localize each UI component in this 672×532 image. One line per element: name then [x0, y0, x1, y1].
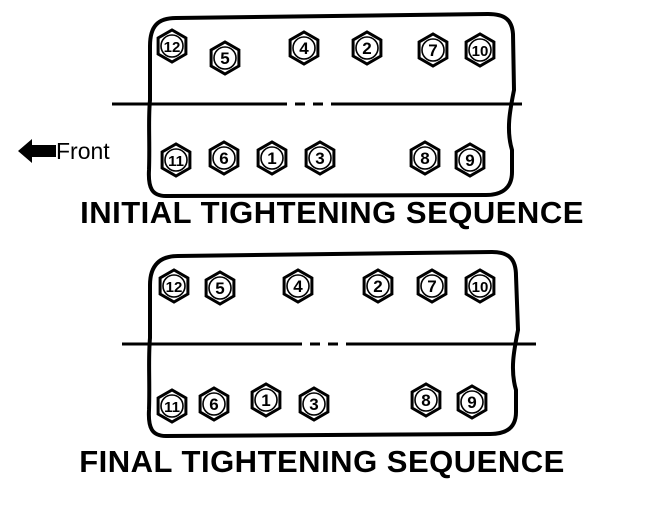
bolt-5-final: 5 [204, 270, 236, 306]
bolt-7-final: 7 [416, 268, 448, 304]
bolt-4-initial: 4 [288, 30, 320, 66]
bolt-washer-ring [460, 390, 484, 414]
bolt-number-label: 3 [309, 395, 318, 414]
bolt-3-final: 3 [298, 386, 330, 422]
bolt-1-initial: 1 [256, 140, 288, 176]
bolt-number-label: 4 [299, 39, 309, 58]
initial-sequence-caption: INITIAL TIGHTENING SEQUENCE [80, 195, 584, 230]
bolt-washer-ring [212, 146, 236, 170]
bolt-washer-ring [160, 394, 184, 418]
bolt-6-final: 6 [198, 386, 230, 422]
bolt-washer-ring [254, 388, 278, 412]
bolt-9-initial: 9 [454, 142, 486, 178]
bolt-number-label: 7 [428, 41, 437, 60]
bolt-number-label: 7 [427, 277, 436, 296]
bolt-number-label: 8 [420, 149, 429, 168]
bolt-washer-ring [302, 392, 326, 416]
left-arrow-icon [18, 139, 56, 163]
bolt-1-final: 1 [250, 382, 282, 418]
bolt-number-label: 9 [467, 393, 476, 412]
bolt-number-label: 10 [472, 279, 489, 296]
bolt-washer-ring [260, 146, 284, 170]
bolt-8-final: 8 [410, 382, 442, 418]
bolt-6-initial: 6 [208, 140, 240, 176]
bolt-7-initial: 7 [417, 32, 449, 68]
bolt-4-final: 4 [282, 268, 314, 304]
bolt-washer-ring [420, 274, 444, 298]
bolt-3-initial: 3 [304, 140, 336, 176]
bolt-washer-ring [164, 148, 188, 172]
bolt-washer-ring [160, 34, 184, 58]
bolt-number-label: 12 [164, 39, 181, 56]
bolt-number-label: 5 [220, 49, 229, 68]
bolt-number-label: 2 [373, 277, 382, 296]
bolt-10-final: 10 [464, 268, 496, 304]
bolt-2-final: 2 [362, 268, 394, 304]
bolt-number-label: 2 [362, 39, 371, 58]
bolt-number-label: 10 [472, 43, 489, 60]
bolt-washer-ring [308, 146, 332, 170]
bolt-8-initial: 8 [409, 140, 441, 176]
bolt-2-initial: 2 [351, 30, 383, 66]
bolt-number-label: 11 [168, 153, 184, 170]
bolt-washer-ring [202, 392, 226, 416]
bolt-number-label: 8 [421, 391, 430, 410]
bolt-number-label: 1 [267, 149, 276, 168]
bolt-number-label: 6 [219, 149, 228, 168]
bolt-10-initial: 10 [464, 32, 496, 68]
bolt-number-label: 12 [166, 279, 183, 296]
bolt-washer-ring [292, 36, 316, 60]
head-outline-final [146, 249, 521, 439]
bolt-number-label: 9 [465, 151, 474, 170]
bolt-washer-ring [355, 36, 379, 60]
bolt-washer-ring [162, 274, 186, 298]
bolt-washer-ring [208, 276, 232, 300]
final-sequence-caption: FINAL TIGHTENING SEQUENCE [79, 444, 565, 479]
bolt-washer-ring [468, 38, 492, 62]
bolt-5-initial: 5 [209, 40, 241, 76]
bolt-11-initial: 11 [160, 142, 192, 178]
bolt-11-final: 11 [156, 388, 188, 424]
bolt-washer-ring [468, 274, 492, 298]
bolt-washer-ring [366, 274, 390, 298]
front-direction-label: Front [56, 138, 110, 164]
bolt-washer-ring [458, 148, 482, 172]
head-outline-initial [146, 11, 517, 199]
bolt-12-final: 12 [158, 268, 190, 304]
bolt-washer-ring [213, 46, 237, 70]
bolt-washer-ring [421, 38, 445, 62]
bolt-number-label: 11 [164, 399, 180, 416]
bolt-12-initial: 12 [156, 28, 188, 64]
bolt-washer-ring [286, 274, 310, 298]
bolt-9-final: 9 [456, 384, 488, 420]
bolt-washer-ring [414, 388, 438, 412]
bolt-number-label: 4 [293, 277, 303, 296]
bolt-number-label: 6 [209, 395, 218, 414]
bolt-number-label: 1 [261, 391, 270, 410]
bolt-number-label: 5 [215, 279, 224, 298]
bolt-number-label: 3 [315, 149, 324, 168]
bolt-washer-ring [413, 146, 437, 170]
